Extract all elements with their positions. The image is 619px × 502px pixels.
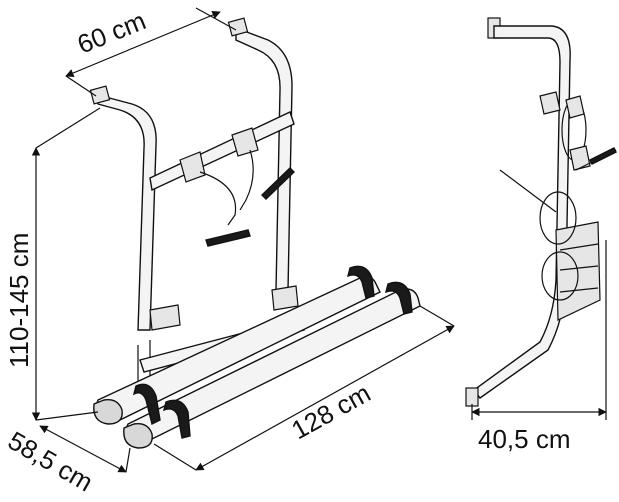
dimension-depth-front: 58,5 cm: [3, 425, 98, 497]
dimension-width-top: 60 cm: [73, 5, 150, 59]
dimension-side-depth: 40,5 cm: [478, 424, 571, 454]
front-view-carrier: [89, 17, 421, 449]
dimension-length: 128 cm: [286, 378, 375, 446]
side-view-carrier: [465, 17, 617, 407]
dimension-height: 110-145 cm: [4, 233, 34, 368]
